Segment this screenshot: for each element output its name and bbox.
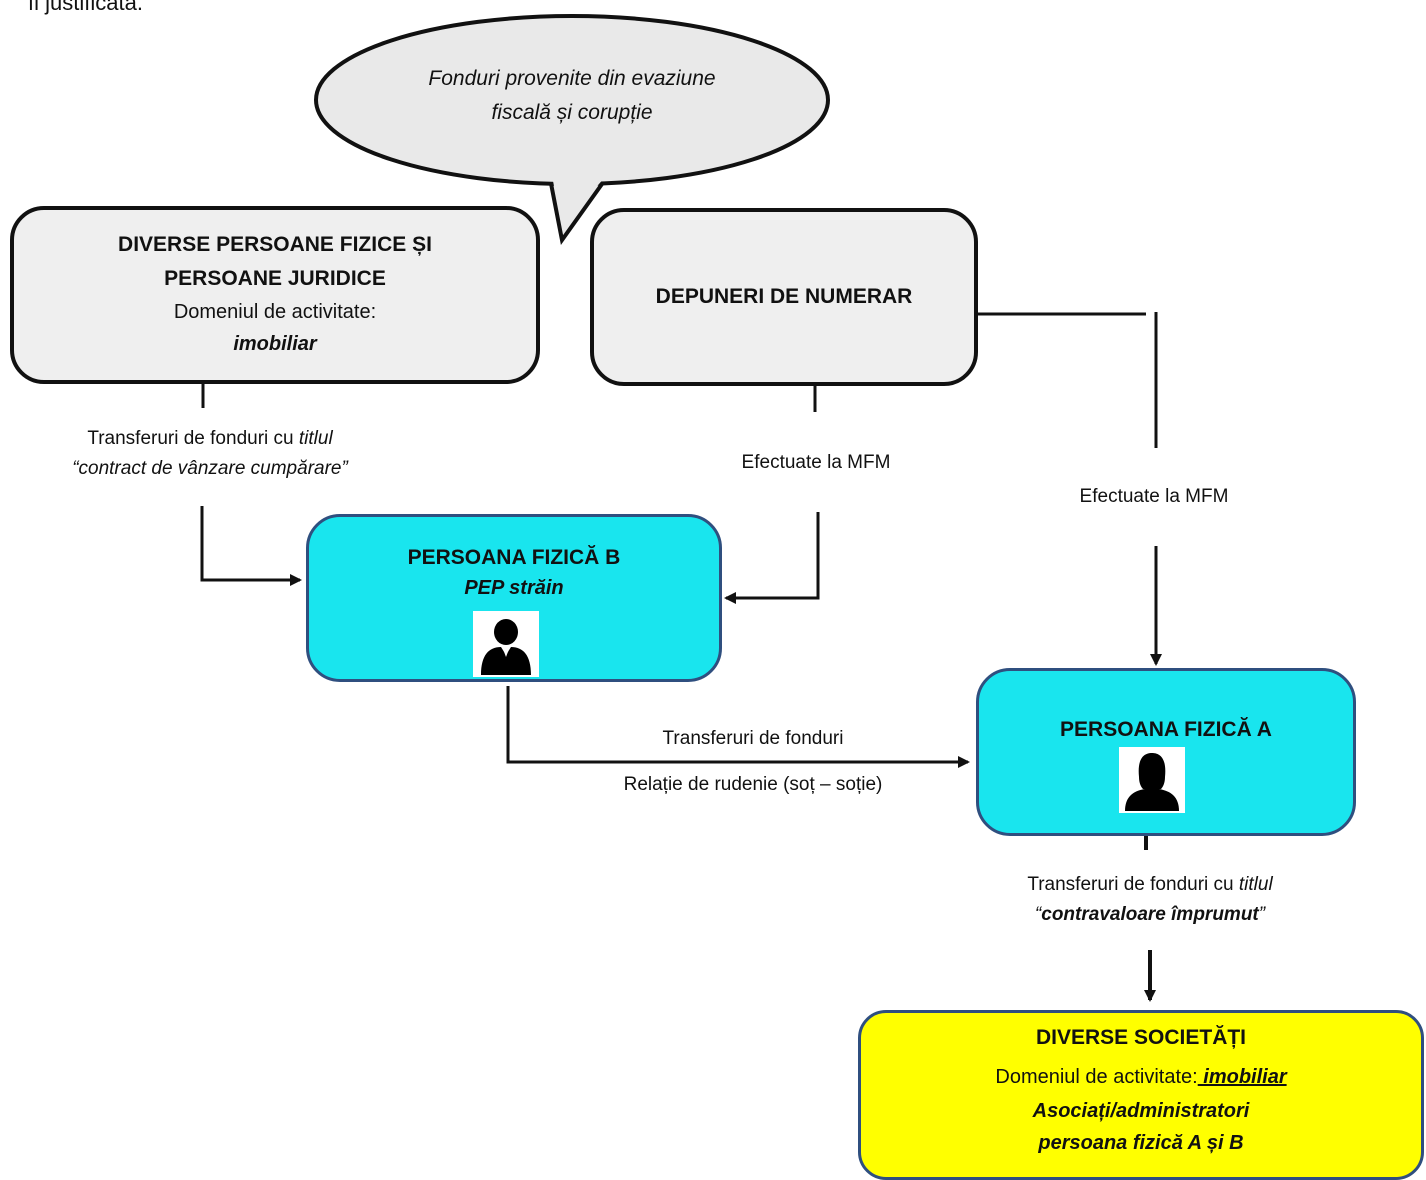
a-title: PERSOANA FIZICĂ A: [1060, 718, 1272, 741]
box-diverse-persoane: DIVERSE PERSOANE FIZICE ȘI PERSOANE JURI…: [10, 206, 540, 384]
transfer-ab-line-1: Transferuri de fonduri: [662, 728, 844, 749]
depuneri-title: DEPUNERI DE NUMERAR: [655, 285, 913, 308]
box-persoana-fizica-b: PERSOANA FIZICĂ B PEP străin: [306, 514, 722, 682]
bubble-line-2: fiscală și corupție: [491, 101, 653, 124]
contract-line-1-italic: titlul: [298, 428, 333, 449]
diverse-domain-value: imobiliar: [233, 333, 317, 355]
label-contravaloare-imprumut: Transferuri de fonduri cu titlul “contra…: [960, 870, 1340, 930]
bubble-text: Fonduri provenite din evaziune fiscală ș…: [372, 62, 772, 130]
transfer-ab-line-2: Relație de rudenie (soț – soție): [623, 774, 883, 795]
diverse-domain-label: Domeniul de activitate:: [173, 301, 377, 323]
societati-title: DIVERSE SOCIETĂȚI: [1035, 1026, 1247, 1049]
arrow-depuneri-to-b: [724, 512, 820, 604]
header-text-fragment: fi justificată.: [28, 0, 143, 15]
label-efectuate-mfm-2: Efectuate la MFM: [1079, 486, 1229, 507]
imprumut-quote-open: “: [1034, 904, 1042, 925]
contract-line-2: “contract de vânzare cumpărare”: [72, 458, 348, 479]
box-persoana-fizica-a: PERSOANA FIZICĂ A: [976, 668, 1356, 836]
societati-line-4: persoana fizică A și B: [1038, 1132, 1244, 1154]
societati-line-3: Asociați/administratori: [1032, 1100, 1250, 1122]
box-depuneri-numerar: DEPUNERI DE NUMERAR: [590, 208, 978, 386]
diverse-title-line-1: DIVERSE PERSOANE FIZICE ȘI: [118, 233, 432, 256]
speech-bubble: [314, 14, 830, 245]
male-user-icon: [473, 611, 539, 677]
b-title: PERSOANA FIZICĂ B: [407, 546, 621, 569]
arrow-b-to-a: [506, 686, 970, 768]
arrow-diverse-to-b: [200, 506, 302, 586]
label-transfer-b-a: Transferuri de fonduri Relație de rudeni…: [568, 724, 938, 800]
imprumut-line-1-italic: titlul: [1238, 874, 1273, 895]
imprumut-line-2-bold: contravaloare împrumut: [1041, 904, 1259, 925]
societati-domain-value: imobiliar: [1197, 1066, 1287, 1088]
diverse-title-line-2: PERSOANE JURIDICE: [164, 267, 386, 290]
label-efectuate-mfm-1: Efectuate la MFM: [741, 452, 891, 473]
label-contract-vanzare: Transferuri de fonduri cu titlul “contra…: [20, 424, 400, 484]
imprumut-line-1-prefix: Transferuri de fonduri cu: [1027, 874, 1239, 895]
imprumut-quote-close: ”: [1258, 904, 1266, 925]
societati-domain-label: Domeniul de activitate:: [995, 1066, 1198, 1088]
box-diverse-societati: DIVERSE SOCIETĂȚI Domeniul de activitate…: [858, 1010, 1424, 1180]
female-user-icon: [1119, 747, 1185, 813]
b-subtitle: PEP străin: [464, 577, 564, 599]
bubble-line-1: Fonduri provenite din evaziune: [428, 67, 716, 90]
contract-line-1-prefix: Transferuri de fonduri cu: [87, 428, 299, 449]
